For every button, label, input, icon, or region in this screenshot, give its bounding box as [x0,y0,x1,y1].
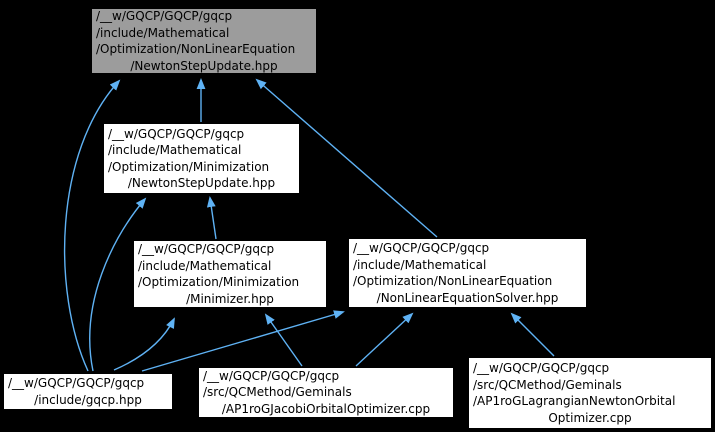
node-label-line: /AP1roGJacobiOrbitalOptimizer.cpp [221,401,431,416]
node-label-line: Optimizer.cpp [548,410,632,425]
node-label-line: /include/Mathematical [353,257,487,272]
edge-gqcp-hpp-to-nonlinear-newtonstepupdate [64,79,121,372]
node-label-line: /NewtonStepUpdate.hpp [127,176,276,190]
graph-node-nonlinearequationsolver-hpp[interactable]: /__w/GQCP/GQCP/gqcp /include/Mathematica… [348,238,587,308]
node-label-line: /Minimizer.hpp [186,291,274,306]
edge-gqcp-hpp-to-minimization-newtonstepupdate [89,197,147,372]
node-label-line: /AP1roGLagrangianNewtonOrbital [473,394,676,408]
node-label-line: /__w/GQCP/GQCP/gqcp [138,242,275,256]
node-label-line: /NonLinearEquationSolver.hpp [376,290,559,305]
node-label-line: /__w/GQCP/GQCP/gqcp [96,9,233,23]
edge-gqcp-hpp-to-minimizer [113,317,175,371]
node-label-line: /src/QCMethod/Geminals [473,377,622,392]
edge-jacobi-cpp-to-nonlinearequationsolver [355,312,414,367]
node-label-line: /__w/GQCP/GQCP/gqcp [473,361,610,375]
edge-jacobi-cpp-to-minimizer [264,313,303,367]
graph-node-ap1rogjacobiorbitaloptimizer-cpp[interactable]: /__w/GQCP/GQCP/gqcp /src/QCMethod/Gemina… [198,367,454,418]
graph-node-nonlinearequation-newtonstepupdate-hpp[interactable]: /__w/GQCP/GQCP/gqcp /include/Mathematica… [90,7,318,75]
node-label-line: /__w/GQCP/GQCP/gqcp [8,376,145,390]
node-label-line: /include/Mathematical [138,258,272,273]
node-label-line: /NewtonStepUpdate.hpp [130,58,278,73]
graph-node-minimization-newtonstepupdate-hpp[interactable]: /__w/GQCP/GQCP/gqcp /include/Mathematica… [103,123,300,194]
node-label-line: /include/Mathematical [96,25,230,40]
node-label-line: /__w/GQCP/GQCP/gqcp [353,241,490,255]
node-label-line: /src/QCMethod/Geminals [203,385,352,400]
graph-node-ap1roglagrangiannewtonorbitaloptimizer-cpp[interactable]: /__w/GQCP/GQCP/gqcp /src/QCMethod/Gemina… [468,357,712,429]
graph-node-minimizer-hpp[interactable]: /__w/GQCP/GQCP/gqcp /include/Mathematica… [133,240,327,308]
edge-gqcp-hpp-to-nonlinearequationsolver [141,310,345,372]
edge-lagrangian-cpp-to-nonlinearequationsolver [510,312,555,357]
node-label-line: /Optimization/NonLinearEquation [353,274,553,288]
node-label-line: /Optimization/Minimization [108,159,270,174]
edge-nonlinearequationsolver-to-nonlinear-newtonstepupdate [255,78,438,238]
node-label-line: /__w/GQCP/GQCP/gqcp [203,368,340,383]
node-label-line: /Optimization/NonLinearEquation [96,42,296,56]
graph-node-gqcp-hpp[interactable]: /__w/GQCP/GQCP/gqcp /include/gqcp.hpp [3,373,173,410]
node-label-line: /include/gqcp.hpp [34,392,142,407]
node-label-line: /include/Mathematical [108,143,242,157]
node-label-line: /__w/GQCP/GQCP/gqcp [108,126,245,141]
node-label-line: /Optimization/Minimization [138,275,300,289]
edge-minimizer-to-minimization-newtonstepupdate [206,196,217,240]
